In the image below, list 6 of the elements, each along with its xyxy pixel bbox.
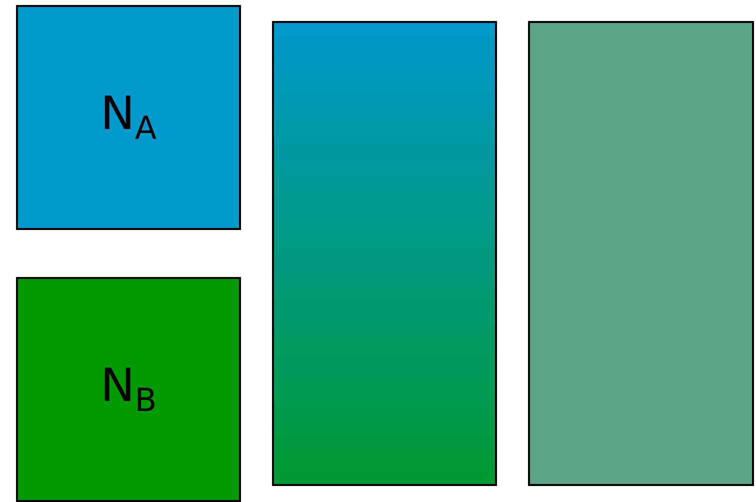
rectangle-block [272,21,497,486]
node-label: N$_{A}$ [100,90,157,145]
rectangle-block [528,21,754,486]
label-box [16,277,241,502]
label-box [16,5,241,230]
node-label: N$_{B}$ [100,362,157,417]
